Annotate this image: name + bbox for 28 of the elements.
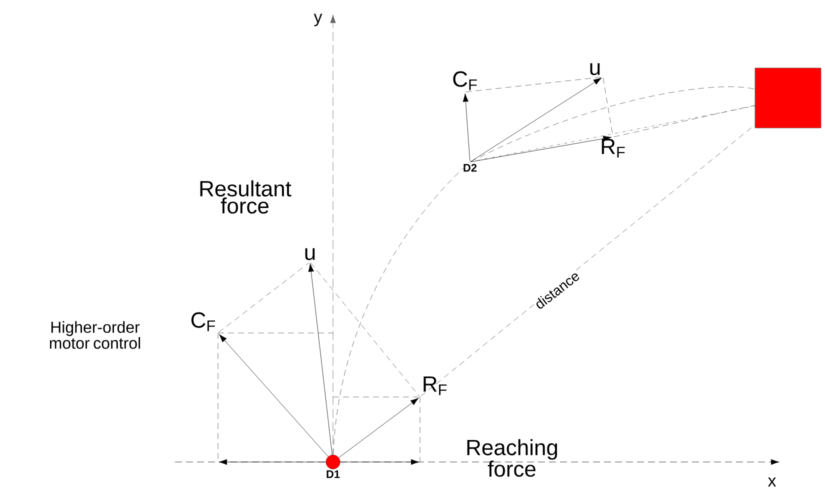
- point-label: D2: [464, 164, 477, 172]
- vector-arrow: [338, 398, 419, 458]
- projection-line: [218, 262, 310, 333]
- target-box: [754, 68, 822, 128]
- force-label: Reaching force: [467, 439, 558, 477]
- vector-tip: C$_{F}$: [191, 312, 215, 332]
- projection-line: [466, 76, 602, 92]
- vector-tip: C$_{F}$: [453, 71, 477, 90]
- start-point: D1: [326, 454, 340, 478]
- vector-tip: u: [305, 248, 315, 260]
- trajectory-curve: [470, 86, 755, 162]
- distance-line: [420, 124, 755, 397]
- force-label: Resultant force: [200, 180, 292, 214]
- node-label: D1: [326, 470, 340, 478]
- vector-tip: u: [590, 63, 600, 76]
- force-label: Higher-order motor control: [50, 321, 140, 349]
- vector-arrow: [470, 78, 602, 162]
- vector-tip: R$_{F}$: [602, 138, 625, 158]
- vector-arrow: [308, 263, 332, 456]
- axis-label: y: [314, 14, 322, 26]
- vector-arrow: [219, 334, 328, 457]
- projection-line: [310, 262, 420, 396]
- vector-arrow: [470, 136, 612, 162]
- vector-arrow: [462, 93, 470, 162]
- trajectory-curve: [333, 162, 470, 455]
- vector-tip: R$_{F}$: [424, 376, 447, 396]
- projection-line: [614, 105, 755, 138]
- axis-label: x: [768, 478, 776, 486]
